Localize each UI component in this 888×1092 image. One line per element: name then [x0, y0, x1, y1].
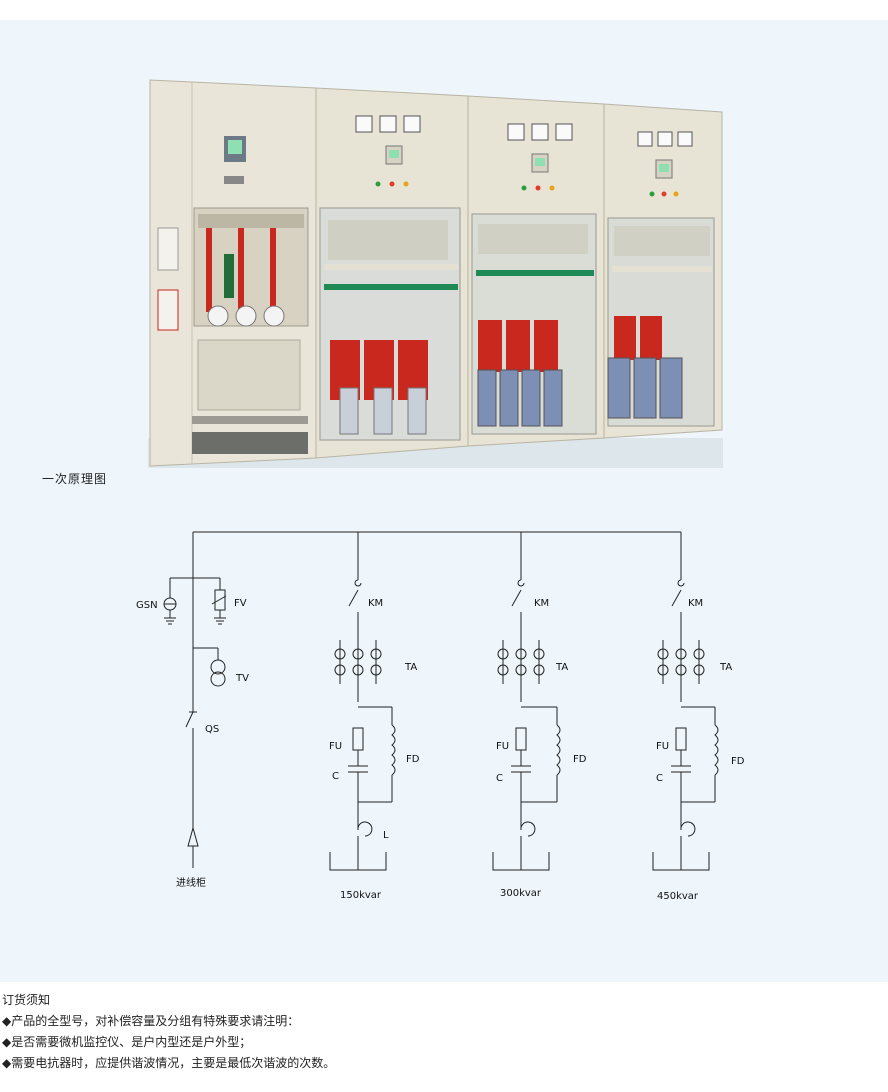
single-line-diagram: GSN FV TV QS 进线柜 KM TA FU C FD L 150kvar…	[136, 531, 745, 902]
branch-150kvar	[329, 532, 396, 871]
fd-coil	[391, 724, 396, 776]
branch-300kvar	[492, 532, 561, 871]
cabinet-450kvar	[603, 103, 723, 439]
fu-label-2: FU	[496, 741, 509, 752]
cabinet-300kvar	[467, 95, 605, 447]
qs-disconnector-symbol	[185, 706, 198, 736]
km-label-2: KM	[534, 598, 549, 609]
note-item: ◆需要电抗器时，应提供谐波情况，主要是最低次谐波的次数。	[2, 1056, 336, 1070]
gsn-label: GSN	[136, 600, 158, 611]
ta-ct-symbol	[334, 640, 382, 684]
caption-150kvar: 150kvar	[340, 890, 382, 901]
reactor-l	[357, 821, 373, 837]
fu-label-1: FU	[329, 741, 342, 752]
order-notes: 订货须知 ◆产品的全型号，对补偿容量及分组有特殊要求请注明： ◆是否需要微机监控…	[2, 990, 335, 1074]
km-contact	[348, 589, 359, 607]
note-item: ◆产品的全型号，对补偿容量及分组有特殊要求请注明：	[2, 1014, 300, 1028]
fu-label-3: FU	[656, 741, 669, 752]
caption-300kvar: 300kvar	[500, 888, 542, 899]
diagram-title: 一次原理图	[42, 472, 108, 486]
fd-label-3: FD	[731, 756, 745, 767]
c-label-2: C	[496, 773, 503, 784]
l-label-1: L	[383, 830, 389, 841]
incoming-feeder	[163, 532, 227, 868]
cabinet-photo	[148, 79, 723, 468]
fd-label-2: FD	[573, 754, 587, 765]
branch-450kvar	[652, 532, 719, 871]
c-label-1: C	[332, 771, 339, 782]
ta-label-2: TA	[555, 662, 568, 673]
fd-label-1: FD	[406, 754, 420, 765]
qs-label: QS	[205, 724, 219, 735]
tv-label: TV	[235, 673, 249, 684]
cabinet-incoming	[149, 79, 317, 467]
fv-arrester-symbol	[211, 589, 227, 625]
c-label-3: C	[656, 773, 663, 784]
note-item: ◆是否需要微机监控仪、是户内型还是户外型；	[2, 1035, 252, 1049]
fv-label: FV	[234, 598, 247, 609]
gsn-symbol	[163, 590, 177, 625]
ta-label-1: TA	[404, 662, 417, 673]
notes-heading: 订货须知	[2, 993, 51, 1007]
incoming-caption: 进线柜	[176, 876, 206, 889]
fu-fuse	[352, 727, 364, 751]
caption-450kvar: 450kvar	[657, 891, 699, 902]
ta-label-3: TA	[719, 662, 732, 673]
cabinet-150kvar	[315, 87, 469, 459]
incoming-arrow	[187, 826, 199, 847]
km-label-1: KM	[368, 598, 383, 609]
km-label-3: KM	[688, 598, 703, 609]
tv-transformer-symbol	[193, 647, 226, 687]
